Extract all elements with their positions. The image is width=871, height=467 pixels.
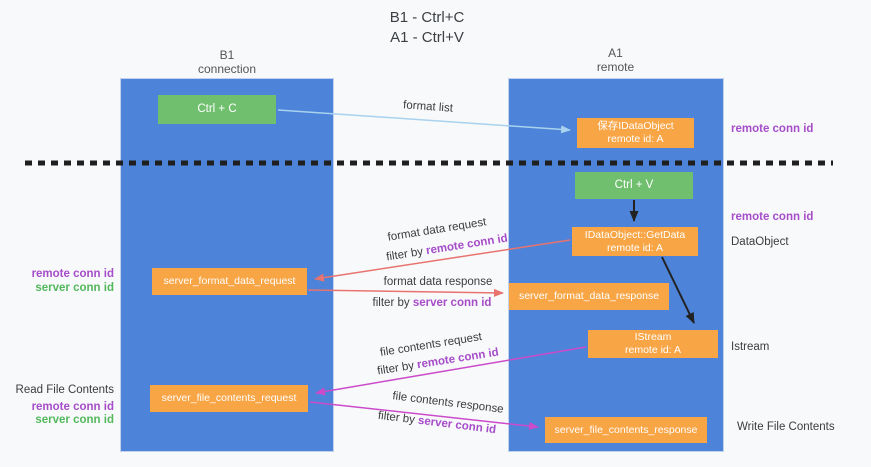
title-line-2: A1 - Ctrl+V [390, 29, 464, 46]
arrow-file-contents-response [309, 401, 539, 430]
left-label-read-file-contents: Read File Contents [15, 384, 114, 396]
arrow-file-contents-request [315, 346, 587, 396]
node-ctrl-c: Ctrl + C [158, 95, 276, 124]
left-label-remote-conn-id-2: remote conn id [31, 401, 114, 413]
label-format-data-response-filter-key: server conn id [412, 297, 492, 309]
right-column-title: A1 [608, 46, 623, 60]
node-server-format-data-request: server_format_data_request [152, 268, 307, 295]
node-server-format-data-response-label: server_format_data_response [518, 290, 660, 302]
right-column-subtitle: remote [596, 60, 635, 74]
left-column-subtitle: connection [197, 62, 257, 76]
node-ctrl-v: Ctrl + V [575, 172, 693, 199]
left-column-title: B1 [219, 48, 235, 62]
right-label-write-file-contents: Write File Contents [737, 421, 835, 433]
right-column-header: A1 remote [508, 46, 723, 74]
right-label-dataobject: DataObject [731, 236, 789, 248]
node-istream-line1: IStream [634, 331, 672, 343]
node-idataobject-getdata-line1: IDataObject::GetData [584, 228, 686, 241]
node-idataobject-getdata-line2: remote id: A [606, 241, 664, 254]
right-label-remote-conn-id-1: remote conn id [731, 123, 814, 135]
left-column-header: B1 connection [120, 48, 334, 76]
left-label-server-conn-id-2: server conn id [35, 414, 114, 426]
diagram-title: B1 - Ctrl+C A1 - Ctrl+V [390, 8, 465, 48]
label-format-data-response: format data response [383, 276, 493, 288]
label-format-data-response-filter: filter by server conn id [373, 297, 492, 309]
title-line-1: B1 - Ctrl+C [389, 9, 465, 26]
node-server-format-data-response: server_format_data_response [509, 283, 669, 310]
node-server-file-contents-response-label: server_file_contents_response [554, 423, 698, 436]
node-server-file-contents-response: server_file_contents_response [545, 417, 707, 443]
arrow-format-list [277, 109, 571, 134]
right-label-remote-conn-id-2: remote conn id [731, 211, 814, 223]
right-label-istream: Istream [731, 341, 770, 353]
node-save-dataobject-line2: remote id: A [607, 133, 664, 145]
node-istream: IStream remote id: A [588, 330, 718, 358]
node-server-file-contents-request: server_file_contents_request [150, 385, 308, 412]
arrow-format-data-response [307, 288, 504, 297]
node-server-format-data-request-label: server_format_data_request [163, 275, 296, 287]
arrow-format-data-request [314, 239, 571, 282]
node-save-dataobject: 保存IDataObject remote id: A [577, 118, 694, 148]
left-label-remote-conn-id-1: remote conn id [31, 268, 114, 280]
node-ctrl-v-label: Ctrl + V [614, 179, 654, 191]
node-ctrl-c-label: Ctrl + C [197, 103, 237, 115]
label-format-data-response-filter-prefix: filter by [372, 297, 413, 309]
arrow-getdata-to-istream [661, 256, 695, 324]
node-server-file-contents-request-label: server_file_contents_request [161, 392, 297, 404]
node-istream-line2: remote id: A [624, 344, 682, 356]
node-save-dataobject-line1: 保存IDataObject [597, 120, 674, 132]
left-label-server-conn-id-1: server conn id [35, 282, 114, 294]
node-idataobject-getdata: IDataObject::GetData remote id: A [572, 227, 698, 256]
